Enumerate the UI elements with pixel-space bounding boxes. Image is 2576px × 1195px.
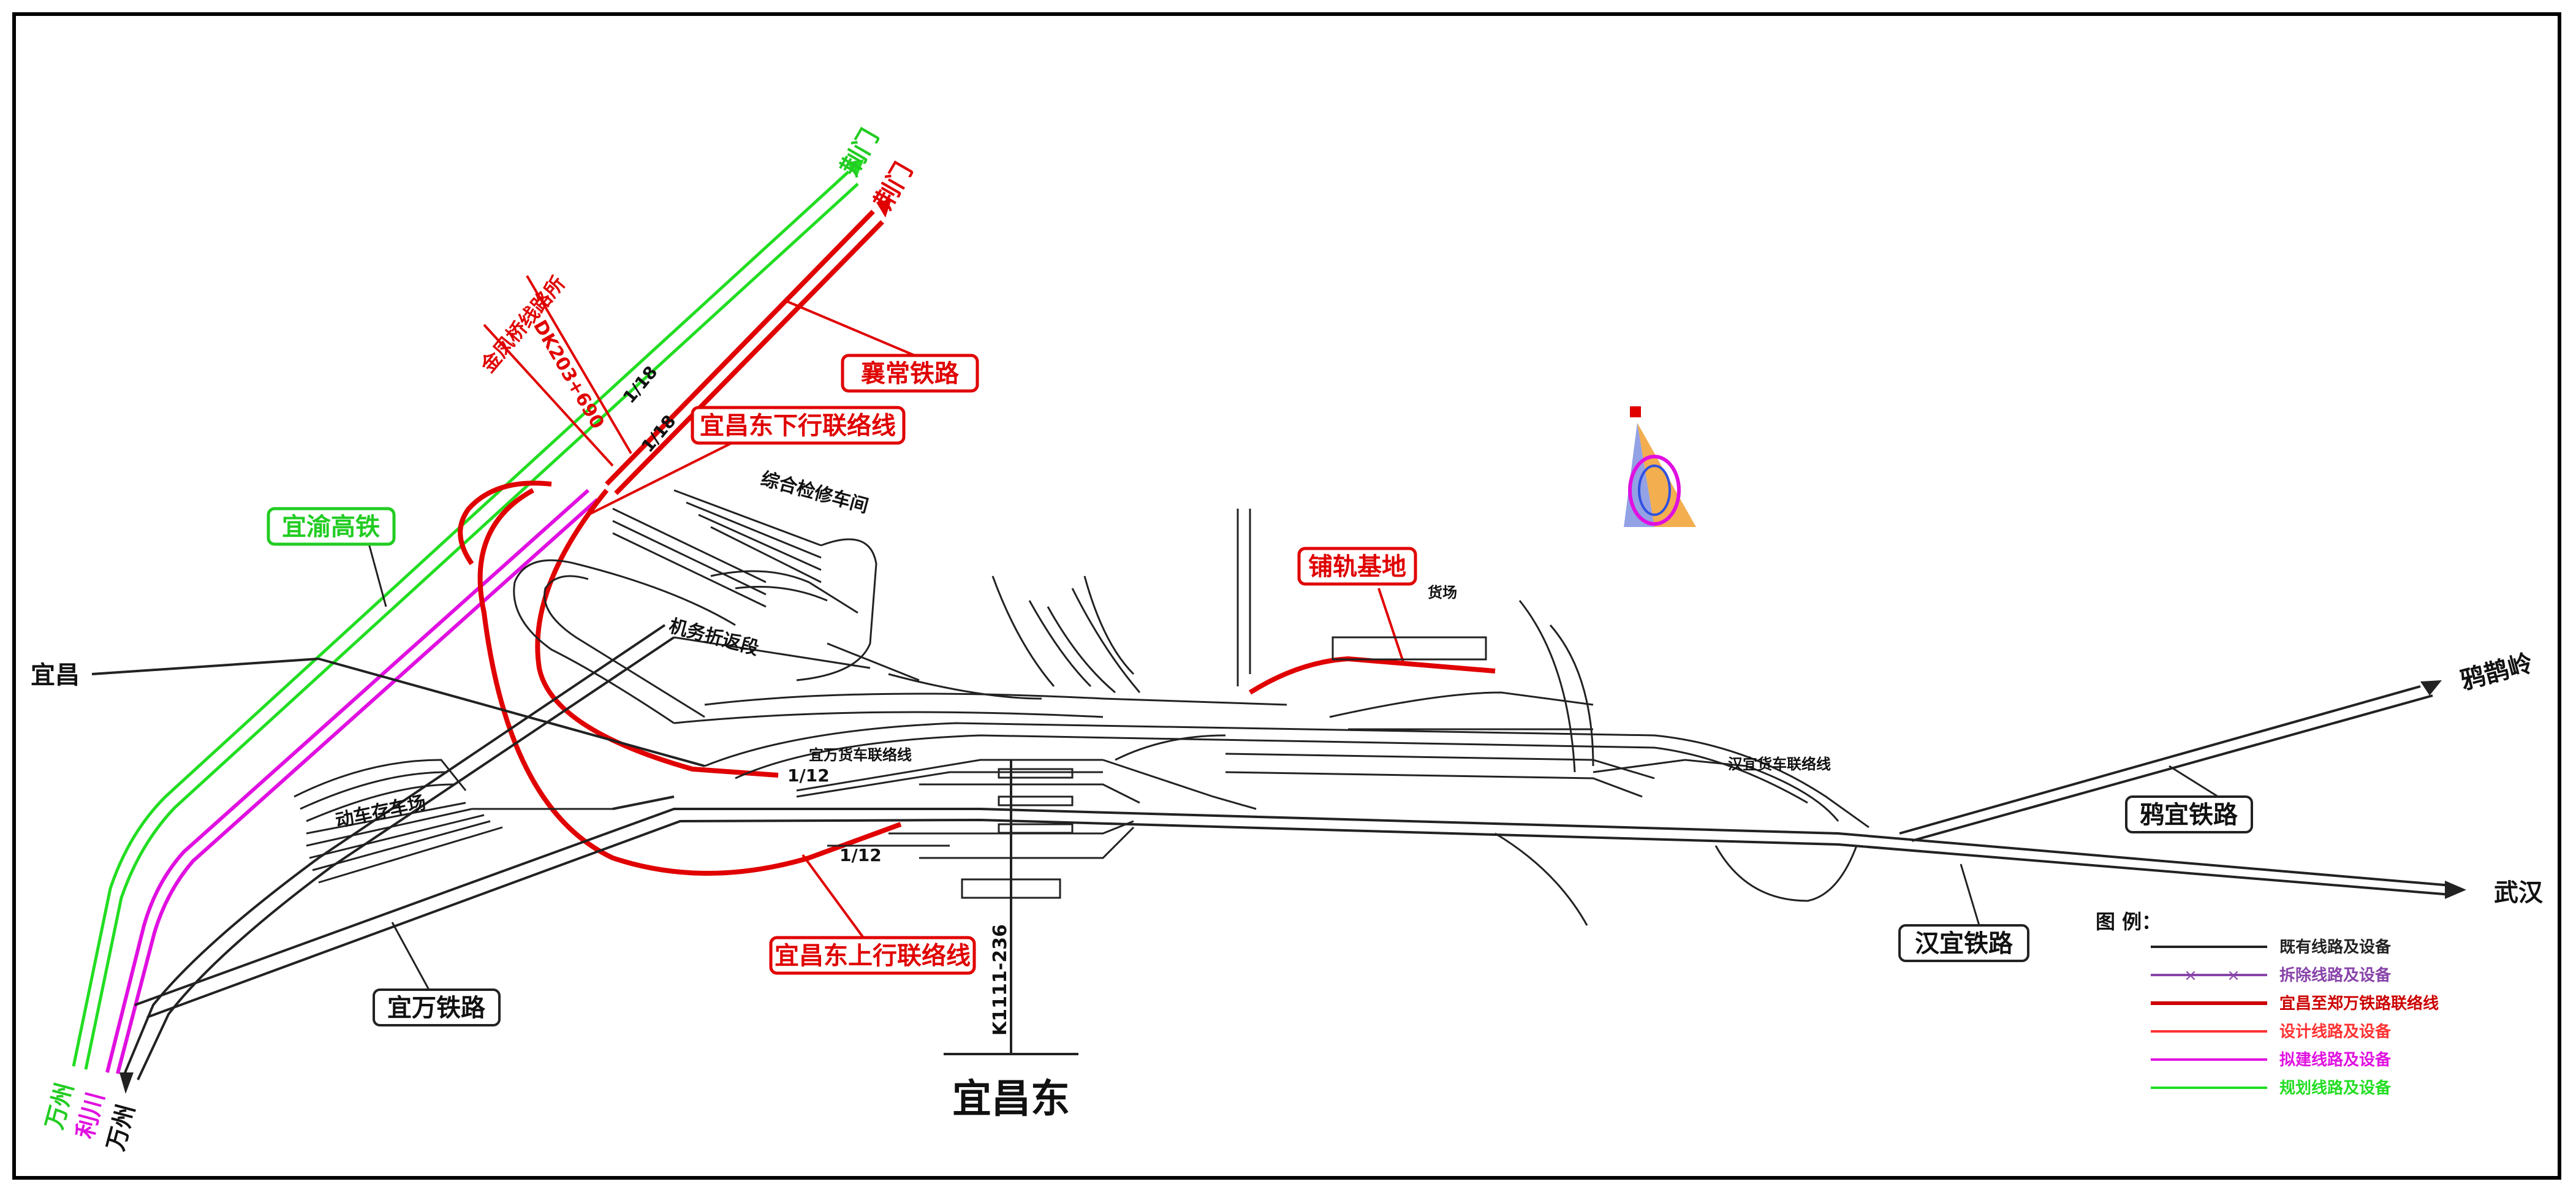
svg-text:襄常铁路: 襄常铁路 xyxy=(861,360,960,388)
legend-label: 拟建线路及设备 xyxy=(2279,1050,2392,1069)
legend-label: 规划线路及设备 xyxy=(2279,1079,2392,1098)
station-title: 宜昌东 xyxy=(952,1077,1070,1122)
label-ratio3: 1/12 xyxy=(787,765,830,786)
label-hanyi-freight: 汉宜货车联络线 xyxy=(1728,756,1831,773)
label-yiwan: 宜万铁路 xyxy=(373,988,501,1026)
boxed-labels: 襄常铁路 宜昌东下行联络线 宜渝高铁 铺轨基地 鸦宜铁路 汉宜铁路 宜万铁路 xyxy=(267,354,2253,1026)
label-upline: 宜昌东上行联络线 xyxy=(769,936,976,975)
legend-label: 宜昌至郑万铁路联络线 xyxy=(2279,994,2439,1013)
label-ratio4: 1/12 xyxy=(839,845,882,865)
label-yiwan-freight: 宜万货车联络线 xyxy=(809,746,912,764)
label-yiyu: 宜渝高铁 xyxy=(267,507,396,546)
station-yard xyxy=(673,692,1869,926)
place-yichang: 宜昌 xyxy=(31,661,80,689)
leader-lines xyxy=(366,539,2219,990)
legend-label: 设计线路及设备 xyxy=(2279,1022,2392,1041)
svg-text:鸦宜铁路: 鸦宜铁路 xyxy=(2140,801,2238,829)
label-hanyi: 汉宜铁路 xyxy=(1898,924,2029,962)
label-pugui: 铺轨基地 xyxy=(1297,547,1417,586)
substation-marker xyxy=(483,275,632,467)
place-wanzhou-green: 万州 xyxy=(40,1080,78,1132)
existing-mainlines xyxy=(91,624,2452,1080)
mileage-label: K1111-236 xyxy=(990,924,1011,1036)
legend-title: 图 例： xyxy=(2096,910,2161,933)
legend-item: 既有线路及设备 xyxy=(2151,938,2392,957)
svg-text:铺轨基地: 铺轨基地 xyxy=(1308,553,1406,581)
label-jiwu: 机务折返段 xyxy=(667,615,761,660)
yiyu-line xyxy=(72,170,859,1070)
legend-item: 宜昌至郑万铁路联络线 xyxy=(2151,994,2439,1013)
place-wanzhou-mag: 利川 xyxy=(71,1090,109,1142)
svg-text:宜渝高铁: 宜渝高铁 xyxy=(282,513,380,541)
link-lines xyxy=(458,440,1496,948)
jiwu-area xyxy=(513,489,1042,724)
label-huochang: 货场 xyxy=(1428,584,1457,601)
drawing-frame xyxy=(12,12,2561,1180)
label-xiangchang: 襄常铁路 xyxy=(841,354,979,393)
place-jingmen-red: 荆门 xyxy=(869,158,919,214)
legend: 图 例： 既有线路及设备 × × 拆除线路及设备宜昌至郑万铁路联络线设计线路及设备拟建… xyxy=(2096,910,2439,1098)
label-xiadown: 宜昌东下行联络线 xyxy=(691,406,906,445)
legend-item: 规划线路及设备 xyxy=(2151,1079,2392,1098)
svg-text:汉宜铁路: 汉宜铁路 xyxy=(1915,930,2013,958)
proposed-line xyxy=(105,488,599,1074)
svg-text:宜万铁路: 宜万铁路 xyxy=(387,994,486,1022)
label-yaoyi: 鸦宜铁路 xyxy=(2125,795,2253,833)
legend-item: × × 拆除线路及设备 xyxy=(2151,966,2392,985)
label-dongche: 动车存车场 xyxy=(333,792,428,832)
svg-text:宜昌东下行联络线: 宜昌东下行联络线 xyxy=(700,412,896,440)
svg-text:宜昌东上行联络线: 宜昌东上行联络线 xyxy=(775,942,971,970)
legend-label: 既有线路及设备 xyxy=(2279,938,2392,957)
legend-item: 设计线路及设备 xyxy=(2151,1022,2392,1041)
compass-icon xyxy=(1624,406,1696,527)
dongche-yard xyxy=(294,759,613,884)
legend-item: 拟建线路及设备 xyxy=(2151,1050,2392,1069)
place-wanzhou-black: 万州 xyxy=(102,1102,140,1154)
legend-cross-mark: × xyxy=(2227,966,2240,985)
station-post xyxy=(944,760,1078,1055)
legend-label: 拆除线路及设备 xyxy=(2279,966,2392,985)
place-yaqueling: 鸦鹊岭 xyxy=(2458,649,2536,695)
legend-cross-mark: × xyxy=(2184,966,2197,985)
place-jingmen-green: 荆门 xyxy=(836,124,885,181)
place-wuhan: 武汉 xyxy=(2494,879,2544,907)
freight-yard xyxy=(991,509,1594,773)
arrow-marks xyxy=(119,159,2466,1094)
label-dk: DK203+690 xyxy=(529,317,608,433)
xiangchang-line xyxy=(605,210,944,495)
label-depot: 综合检修车间 xyxy=(759,468,871,517)
